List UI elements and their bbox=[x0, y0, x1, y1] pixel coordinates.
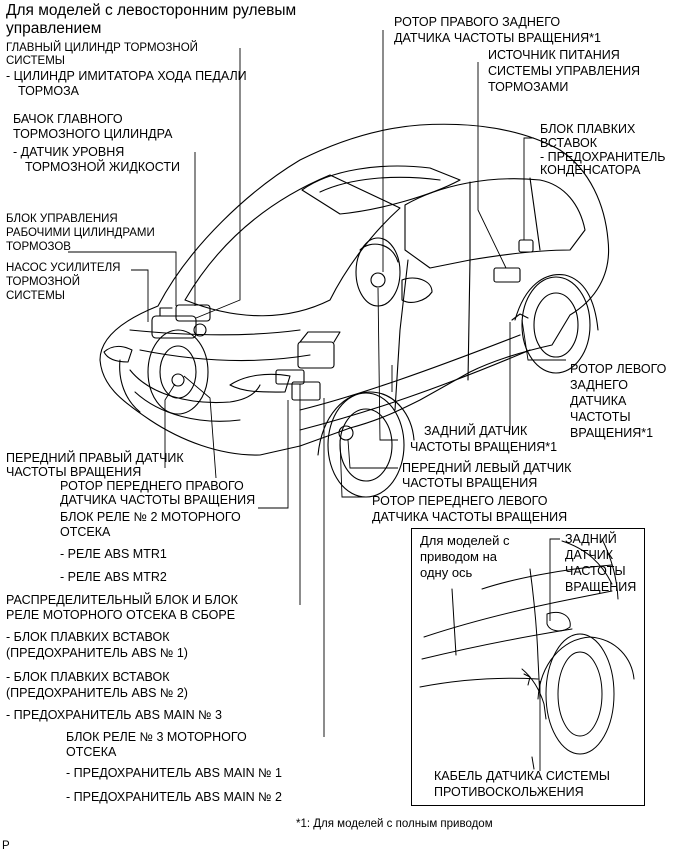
label-fr-sensor: ПЕРЕДНИЙ ПРАВЫЙ ДАТЧИК bbox=[6, 451, 184, 465]
label-fl-rotor-2: ДАТЧИКА ЧАСТОТЫ ВРАЩЕНИЯ bbox=[372, 510, 568, 524]
label-relay3: БЛОК РЕЛЕ № 3 МОТОРНОГО bbox=[66, 730, 247, 744]
label-fuse-capacitor-2: КОНДЕНСАТОРА bbox=[540, 163, 641, 177]
corner-mark: P bbox=[2, 840, 10, 852]
label-fl-sensor-2: ЧАСТОТЫ ВРАЩЕНИЯ bbox=[402, 476, 538, 490]
inset-single-axle: Для моделей с приводом на одну ось ЗАДНИ… bbox=[411, 528, 645, 806]
inset-sensor-2: ДАТЧИК bbox=[565, 548, 614, 562]
label-distribution-2: РЕЛЕ МОТОРНОГО ОТСЕКА В СБОРЕ bbox=[6, 608, 236, 622]
inset-cable-2: ПРОТИВОСКОЛЬЖЕНИЯ bbox=[434, 785, 584, 799]
inset-cable-1: КАБЕЛЬ ДАТЧИКА СИСТЕМЫ bbox=[434, 769, 610, 783]
inset-title-1: Для моделей с bbox=[420, 533, 510, 548]
label-master-cylinder-2: СИСТЕМЫ bbox=[6, 55, 65, 67]
label-actuator: БЛОК УПРАВЛЕНИЯ bbox=[6, 213, 118, 225]
label-pedal-simulator: - ЦИЛИНДР ИМИТАТОРА ХОДА ПЕДАЛИ bbox=[6, 69, 247, 83]
label-power-source-2: СИСТЕМЫ УПРАВЛЕНИЯ bbox=[488, 64, 641, 78]
label-rl-rotor-4: ЧАСТОТЫ bbox=[570, 410, 631, 424]
sunroof bbox=[301, 165, 461, 215]
label-actuator-3: ТОРМОЗОВ bbox=[6, 241, 71, 253]
label-fuse-block-2: ВСТАВОК bbox=[540, 136, 598, 150]
label-relay3-main2: - ПРЕДОХРАНИТЕЛЬ ABS MAIN № 2 bbox=[66, 790, 283, 804]
label-fuse-capacitor: - ПРЕДОХРАНИТЕЛЬ bbox=[540, 150, 666, 164]
label-fl-rotor: РОТОР ПЕРЕДНЕГО ЛЕВОГО bbox=[372, 494, 548, 508]
brake-power-source bbox=[493, 267, 521, 283]
label-master-cylinder: ГЛАВНЫЙ ЦИЛИНДР ТОРМОЗНОЙ bbox=[6, 42, 198, 54]
label-power-source-3: ТОРМОЗАМИ bbox=[488, 80, 569, 94]
inset-illustration bbox=[419, 538, 635, 771]
label-fr-rotor-2: ДАТЧИКА ЧАСТОТЫ ВРАЩЕНИЯ bbox=[60, 493, 256, 507]
label-relay2: БЛОК РЕЛЕ № 2 МОТОРНОГО bbox=[60, 510, 241, 524]
label-relay3-main1: - ПРЕДОХРАНИТЕЛЬ ABS MAIN № 1 bbox=[66, 766, 283, 780]
label-rl-rotor-5: ВРАЩЕНИЯ*1 bbox=[570, 426, 654, 440]
brake-master-cylinder-assembly bbox=[151, 304, 211, 339]
engine-relay-block bbox=[291, 381, 321, 401]
label-relay2-2: ОТСЕКА bbox=[60, 525, 111, 539]
brake-actuator bbox=[275, 331, 341, 385]
label-reservoir: БАЧОК ГЛАВНОГО bbox=[13, 112, 123, 126]
label-rr-rotor-2: ДАТЧИКА ЧАСТОТЫ ВРАЩЕНИЯ*1 bbox=[394, 31, 601, 45]
label-level-sensor: - ДАТЧИК УРОВНЯ bbox=[13, 145, 125, 159]
front-left-wheel-arch bbox=[317, 391, 415, 456]
label-rear-sensor: ЗАДНИЙ ДАТЧИК bbox=[424, 424, 528, 438]
label-rl-rotor-2: ЗАДНЕГО bbox=[570, 378, 628, 392]
label-rr-rotor: РОТОР ПРАВОГО ЗАДНЕГО bbox=[394, 15, 561, 29]
label-relay2-mtr2: - РЕЛЕ ABS MTR2 bbox=[60, 570, 167, 584]
label-dist-fuse1-2: (ПРЕДОХРАНИТЕЛЬ ABS № 1) bbox=[6, 646, 188, 660]
inset-sensor-4: ВРАЩЕНИЯ bbox=[565, 580, 637, 594]
inset-title-3: одну ось bbox=[420, 565, 473, 580]
label-reservoir-2: ТОРМОЗНОГО ЦИЛИНДРА bbox=[13, 127, 173, 141]
rear-right-sensor-rotor bbox=[370, 272, 386, 288]
label-distribution: РАСПРЕДЕЛИТЕЛЬНЫЙ БЛОК И БЛОК bbox=[6, 593, 238, 607]
footnote: *1: Для моделей с полным приводом bbox=[296, 818, 493, 830]
headlight-left bbox=[229, 373, 291, 393]
label-fl-sensor: ПЕРЕДНИЙ ЛЕВЫЙ ДАТЧИК bbox=[402, 461, 572, 475]
label-fuse-block: БЛОК ПЛАВКИХ bbox=[540, 122, 636, 136]
label-pump-2: ТОРМОЗНОЙ bbox=[6, 276, 80, 288]
label-pump-3: СИСТЕМЫ bbox=[6, 290, 65, 302]
label-rl-rotor-3: ДАТЧИКА bbox=[570, 394, 627, 408]
label-actuator-2: РАБОЧИМИ ЦИЛИНДРАМИ bbox=[6, 227, 155, 239]
label-dist-main3: - ПРЕДОХРАНИТЕЛЬ ABS MAIN № 3 bbox=[6, 708, 223, 722]
front-right-wheel bbox=[147, 329, 209, 415]
fuse-block-rear bbox=[518, 239, 534, 253]
label-dist-fuse2: - БЛОК ПЛАВКИХ ВСТАВОК bbox=[6, 670, 170, 684]
label-power-source: ИСТОЧНИК ПИТАНИЯ bbox=[488, 48, 620, 62]
label-fr-rotor: РОТОР ПЕРЕДНЕГО ПРАВОГО bbox=[60, 479, 244, 493]
inset-sensor-1: ЗАДНИЙ bbox=[565, 532, 617, 546]
label-relay3-2: ОТСЕКА bbox=[66, 745, 117, 759]
label-dist-fuse1: - БЛОК ПЛАВКИХ ВСТАВОК bbox=[6, 630, 170, 644]
label-pump: НАСОС УСИЛИТЕЛЯ bbox=[6, 262, 121, 274]
inset-sensor-3: ЧАСТОТЫ bbox=[565, 564, 626, 578]
label-rl-rotor: РОТОР ЛЕВОГО bbox=[570, 362, 667, 376]
inset-title-2: приводом на bbox=[420, 549, 498, 564]
label-dist-fuse2-2: (ПРЕДОХРАНИТЕЛЬ ABS № 2) bbox=[6, 686, 188, 700]
label-level-sensor-2: ТОРМОЗНОЙ ЖИДКОСТИ bbox=[25, 160, 180, 174]
headlight-right bbox=[103, 345, 133, 363]
diagram-title-line2: управлением bbox=[6, 20, 102, 37]
label-fr-sensor-2: ЧАСТОТЫ ВРАЩЕНИЯ bbox=[6, 465, 142, 479]
rear-left-wheel bbox=[521, 276, 591, 374]
label-rear-sensor-2: ЧАСТОТЫ ВРАЩЕНИЯ*1 bbox=[410, 440, 558, 454]
front-right-sensor-rotor bbox=[171, 373, 185, 387]
label-pedal-simulator-2: ТОРМОЗА bbox=[18, 84, 80, 98]
rear-left-wheel-arch bbox=[514, 274, 599, 331]
side-windows bbox=[404, 178, 586, 269]
car-body-outline bbox=[99, 123, 610, 456]
diagram-title-line1: Для моделей с левосторонним рулевым bbox=[6, 2, 297, 19]
rear-left-sensor bbox=[511, 313, 529, 321]
side-mirror bbox=[401, 277, 433, 303]
label-relay2-mtr1: - РЕЛЕ ABS MTR1 bbox=[60, 547, 167, 561]
front-left-sensor-rotor bbox=[338, 425, 354, 441]
